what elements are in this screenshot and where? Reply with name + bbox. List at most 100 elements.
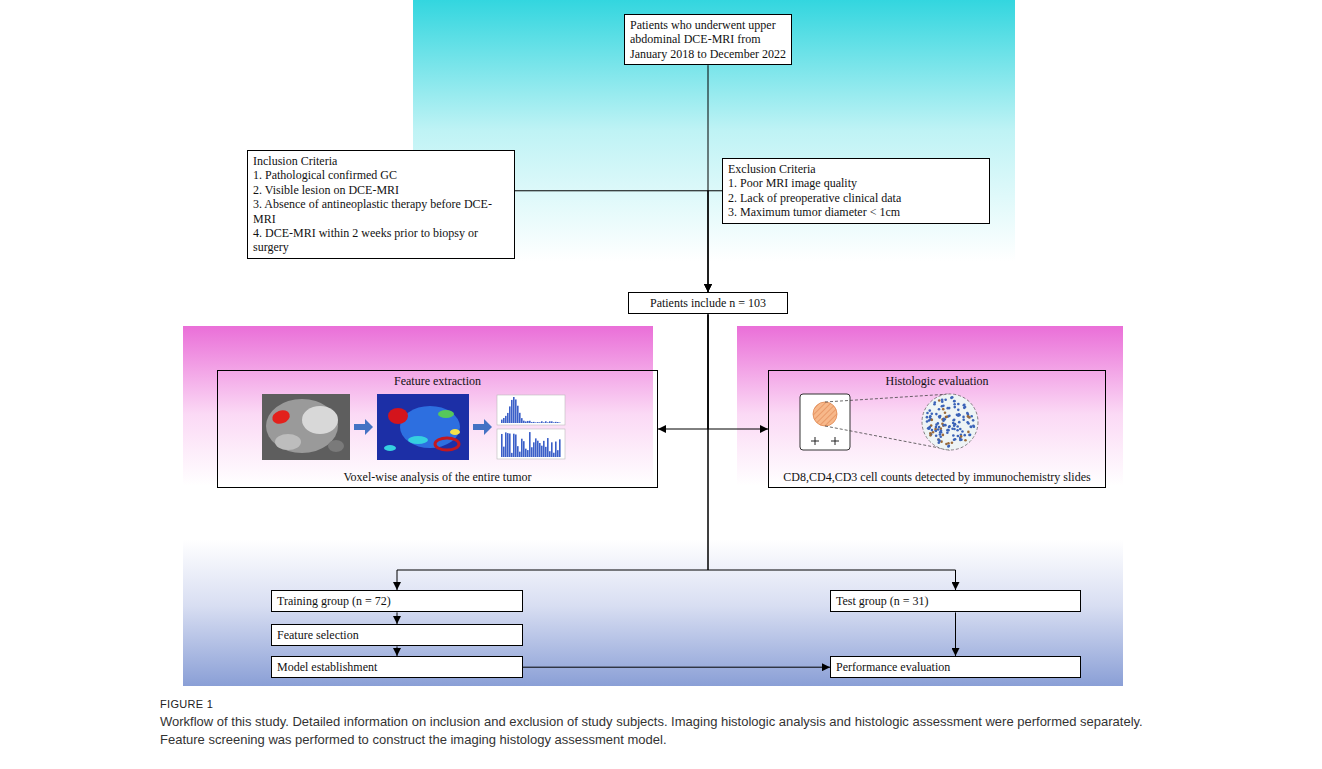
tissue-zoom bbox=[935, 426, 938, 429]
flow-connector bbox=[523, 667, 830, 668]
tissue-zoom bbox=[967, 416, 970, 419]
tissue-zoom bbox=[950, 397, 953, 400]
tissue-zoom bbox=[964, 439, 967, 442]
tissue-zoom bbox=[937, 422, 940, 425]
glass-slide bbox=[811, 437, 839, 445]
flow-connector bbox=[955, 612, 956, 656]
histogram bbox=[541, 446, 543, 457]
histogram bbox=[539, 443, 541, 457]
tissue-zoom bbox=[922, 394, 978, 450]
histogram bbox=[545, 447, 547, 457]
mri-image bbox=[266, 399, 338, 453]
panel-box: Histologic evaluationCD8,CD4,CD3 cell co… bbox=[768, 370, 1106, 488]
tissue-zoom bbox=[938, 415, 941, 418]
node-heading: Feature selection bbox=[277, 628, 517, 642]
tissue-zoom bbox=[938, 408, 941, 411]
histogram bbox=[551, 442, 553, 457]
histogram bbox=[543, 441, 545, 457]
tissue-zoom bbox=[947, 445, 950, 448]
tissue-zoom bbox=[929, 416, 932, 419]
start-box: Patients who underwent upper abdominal D… bbox=[624, 14, 792, 65]
tissue-zoom bbox=[929, 432, 932, 435]
histogram bbox=[507, 413, 509, 423]
tissue-zoom bbox=[931, 419, 934, 422]
pink-band bbox=[183, 326, 653, 486]
histogram bbox=[515, 399, 517, 423]
tissue-zoom bbox=[945, 416, 948, 419]
tissue-zoom bbox=[928, 426, 931, 429]
tissue-zoom bbox=[951, 427, 954, 430]
histogram bbox=[557, 450, 559, 457]
tissue-zoom bbox=[954, 438, 957, 441]
tissue-zoom bbox=[970, 426, 973, 429]
tissue-zoom bbox=[942, 408, 945, 411]
criteria-box: Exclusion Criteria1. Poor MRI image qual… bbox=[722, 158, 990, 224]
histogram bbox=[523, 421, 525, 423]
count-box: Patients include n = 103 bbox=[628, 292, 788, 314]
histogram bbox=[521, 439, 523, 457]
histogram bbox=[497, 395, 565, 425]
mri-image bbox=[262, 394, 350, 460]
histogram bbox=[533, 442, 535, 457]
mri-image bbox=[270, 408, 291, 426]
tissue-zoom bbox=[956, 429, 959, 432]
mri-image bbox=[302, 406, 338, 434]
tissue-zoom bbox=[973, 425, 976, 428]
tissue-zoom bbox=[937, 439, 940, 442]
node-heading: Training group (n = 72) bbox=[277, 594, 517, 608]
node-text: 2. Visible lesion on DCE-MRI bbox=[253, 183, 509, 197]
tissue-zoom bbox=[962, 416, 965, 419]
tissue-zoom bbox=[948, 425, 951, 428]
tissue-zoom bbox=[922, 394, 978, 450]
tissue-zoom bbox=[966, 412, 969, 415]
tissue-zoom bbox=[937, 438, 940, 441]
flow-arrow bbox=[354, 419, 373, 435]
tissue-zoom bbox=[953, 403, 956, 406]
histogram bbox=[555, 422, 557, 423]
blue-band bbox=[183, 540, 1123, 686]
histogram bbox=[509, 406, 511, 423]
tissue-zoom bbox=[948, 426, 951, 429]
histogram bbox=[511, 453, 513, 457]
tissue-zoom bbox=[944, 412, 947, 415]
histogram bbox=[505, 432, 507, 457]
histogram bbox=[513, 434, 515, 457]
histogram bbox=[525, 449, 527, 457]
tissue-zoom bbox=[942, 434, 945, 437]
histogram bbox=[519, 452, 521, 457]
parameter-map bbox=[377, 394, 469, 460]
tissue-zoom bbox=[967, 422, 970, 425]
tissue-zoom bbox=[931, 429, 934, 432]
histogram bbox=[519, 413, 521, 423]
tissue-zoom bbox=[952, 434, 955, 437]
tissue-zoom bbox=[942, 419, 945, 422]
histogram bbox=[539, 422, 541, 424]
tissue-zoom bbox=[960, 435, 963, 438]
tissue-zoom bbox=[962, 404, 965, 407]
histogram bbox=[551, 421, 553, 423]
process-box: Training group (n = 72) bbox=[271, 590, 523, 612]
tissue-zoom bbox=[934, 401, 937, 404]
tissue-zoom bbox=[929, 415, 932, 418]
tissue-zoom bbox=[945, 416, 948, 419]
flow-connector bbox=[397, 314, 708, 590]
tissue-zoom bbox=[942, 404, 945, 407]
caption-area: FIGURE 1Workflow of this study. Detailed… bbox=[160, 698, 1170, 749]
tissue-zoom bbox=[956, 425, 959, 428]
tissue-zoom bbox=[947, 442, 950, 445]
tissue-zoom bbox=[930, 418, 933, 421]
parameter-map bbox=[435, 438, 459, 450]
tissue-zoom bbox=[967, 431, 970, 434]
tissue-zoom bbox=[939, 433, 942, 436]
histogram bbox=[515, 434, 517, 457]
histogram bbox=[503, 418, 505, 423]
tissue-zoom bbox=[951, 441, 954, 444]
tissue-zoom bbox=[948, 407, 951, 410]
tissue-zoom bbox=[962, 418, 965, 421]
node-heading: Patients include n = 103 bbox=[634, 296, 782, 310]
tissue-zoom bbox=[954, 423, 957, 426]
tissue-zoom bbox=[930, 412, 933, 415]
tissue-zoom bbox=[953, 419, 956, 422]
mri-image bbox=[275, 434, 301, 450]
histogram bbox=[535, 422, 537, 424]
